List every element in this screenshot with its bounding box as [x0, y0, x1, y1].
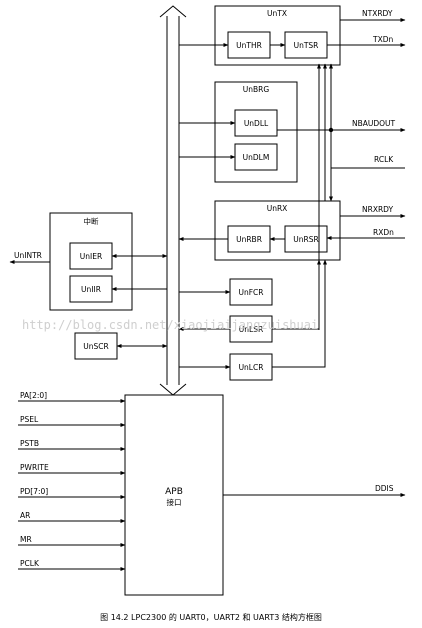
apb-input-label: PCLK [20, 559, 40, 568]
unscr-label: UnSCR [83, 342, 108, 351]
unrx-label: UnRX [267, 204, 288, 213]
apb-subtitle: 接口 [167, 497, 182, 507]
figure-caption: 图 14.2 LPC2300 的 UART0，UART2 和 UART3 结构方… [100, 612, 322, 622]
unlsr-block: UnLSR [229, 315, 273, 343]
rclk-label: RCLK [374, 155, 394, 164]
ntxrdy-label: NTXRDY [362, 9, 393, 18]
unfcr-block: UnFCR [229, 278, 273, 306]
unrsr-label: UnRSR [293, 235, 318, 244]
apb-input-label: PD[7:0] [20, 487, 48, 496]
unthr-label: UnTHR [236, 41, 262, 50]
unfcr-label: UnFCR [238, 288, 263, 297]
apb-block: APB 接口 [124, 394, 224, 596]
unier-label: UnIER [80, 252, 102, 261]
undll-block: UnDLL [234, 109, 278, 137]
unscr-block: UnSCR [74, 332, 118, 360]
nrxrdy-label: NRXRDY [362, 205, 394, 214]
unthr-block: UnTHR [227, 31, 271, 59]
unbrg-label: UnBRG [243, 85, 270, 94]
apb-title: APB [165, 487, 183, 497]
undlm-block: UnDLM [234, 143, 278, 171]
uniir-block: UnIIR [69, 275, 113, 303]
unrbr-block: UnRBR [227, 225, 271, 253]
ddis-label: DDIS [375, 484, 394, 493]
untsr-block: UnTSR [284, 31, 328, 59]
apb-input-label: PWRITE [20, 463, 49, 472]
unlsr-label: UnLSR [239, 325, 263, 334]
internal-bus [159, 5, 187, 396]
unrsr-block: UnRSR [284, 225, 328, 253]
txdn-label: TXDn [372, 35, 393, 44]
undlm-label: UnDLM [243, 153, 270, 162]
uniir-label: UnIIR [81, 285, 101, 294]
undll-label: UnDLL [244, 119, 269, 128]
unlcr-block: UnLCR [229, 353, 273, 381]
unintr-label: UnINTR [14, 251, 42, 260]
unier-block: UnIER [69, 242, 113, 270]
apb-input-label: MR [20, 535, 32, 544]
apb-input-label: AR [20, 511, 30, 520]
unrbr-label: UnRBR [236, 235, 262, 244]
unlcr-label: UnLCR [239, 363, 264, 372]
untsr-label: UnTSR [294, 41, 319, 50]
apb-input-label: PSEL [20, 415, 39, 424]
connections [9, 18, 406, 571]
signal-labels: NTXRDY TXDn NBAUDOUT RCLK NRXRDY RXDn Un… [14, 9, 396, 568]
rxdn-label: RXDn [373, 228, 394, 237]
watermark: http://blog.csdn.net/xiaojiaijangzuishua… [22, 318, 318, 332]
apb-input-label: PSTB [20, 439, 39, 448]
interrupt-label: 中断 [84, 216, 99, 226]
untx-label: UnTX [267, 9, 287, 18]
nbaudout-label: NBAUDOUT [352, 119, 396, 128]
apb-input-label: PA[2:0] [20, 391, 47, 400]
